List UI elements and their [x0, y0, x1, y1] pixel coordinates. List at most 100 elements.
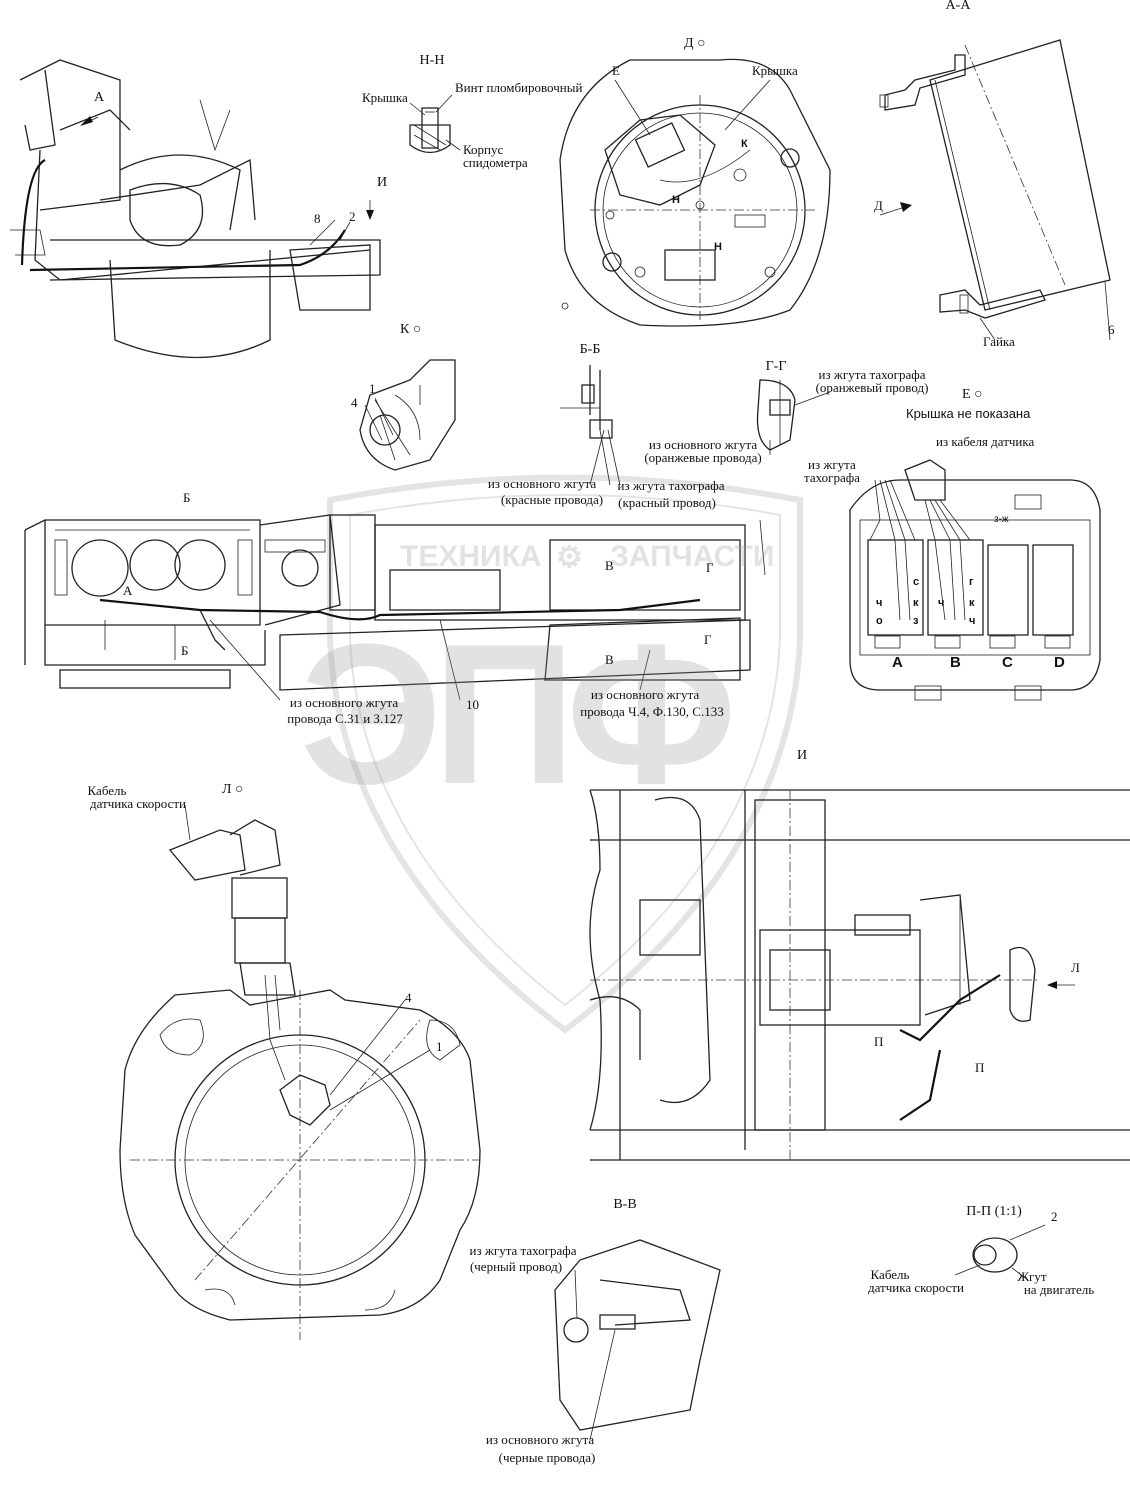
label-bb-tacho-1: из жгута тахографа [617, 478, 725, 493]
view-l-sensor [119, 819, 481, 1340]
view-l-scale-icon: ○ [235, 782, 244, 797]
view-title-d: Д ○ [684, 37, 706, 51]
label-panel-main-2: провода С.31 и З.127 [287, 711, 403, 726]
label-korpus-2: спидометра [463, 155, 528, 170]
pin-z: з [913, 615, 919, 627]
callout-6: 6 [1108, 322, 1115, 337]
mark-b-top: Б [183, 490, 191, 505]
label-e-tacho-1: из жгута [808, 457, 856, 472]
label-panel-main-1: из основного жгута [289, 695, 399, 710]
callout-4-l: 4 [405, 990, 412, 1005]
label-e-sensor: из кабеля датчика [936, 434, 1035, 449]
mark-b-bottom: Б [181, 643, 189, 658]
label-cable-1: Кабель [87, 783, 127, 798]
label-pp-harness-1: Жгут [1017, 1269, 1047, 1284]
watermark-shield [327, 474, 803, 1034]
view-k-scale-icon: ○ [412, 322, 422, 337]
view-title-l: Л ○ [222, 783, 243, 797]
callout-2-pp: 2 [1051, 1209, 1058, 1224]
label-vv-tacho-2: (черный провод) [469, 1259, 563, 1274]
label-gaika: Гайка [983, 334, 1015, 349]
label-e-cover: Крышка не показана [906, 406, 1031, 421]
callout-1-l: 1 [436, 1039, 443, 1054]
view-k-letter: К [400, 322, 410, 337]
view-title-bb: Б-Б [579, 342, 601, 357]
callout-2: 2 [349, 209, 356, 224]
view-hh-seal [409, 94, 461, 154]
leader-lines [184, 219, 831, 1111]
label-panel-main-4: провода Ч.4, Ф.130, С.133 [580, 704, 724, 719]
label-panel-main-3: из основного жгута [590, 687, 700, 702]
view-title-hh: Н-Н [419, 53, 445, 68]
label-n-small-2: Н [714, 241, 722, 253]
view-l-letter: Л [222, 782, 232, 797]
pin-ch-3: ч [969, 615, 976, 627]
label-vint: Винт пломбировочный [455, 80, 583, 95]
pin-ch-1: ч [876, 597, 883, 609]
mark-g-bottom: Г [704, 632, 712, 647]
label-pp-cable-2: датчика скорости [867, 1280, 965, 1295]
label-bb-main-1: из основного жгута [487, 476, 597, 491]
view-vv [554, 1239, 721, 1441]
label-zh: з-ж [994, 514, 1009, 525]
mark-v-bottom: В [605, 652, 614, 667]
mark-v-top: В [605, 558, 614, 573]
view-title-vv: В-В [613, 1197, 637, 1212]
view-title-e: Е ○ [962, 388, 983, 402]
pin-ch-2: ч [938, 597, 945, 609]
label-bb-tacho-2: (красный провод) [618, 495, 716, 510]
pin-k-1: к [913, 597, 919, 609]
pin-g: г [969, 576, 974, 588]
label-gg-main-2: (оранжевые провода) [644, 450, 762, 465]
view-title-gg: Г-Г [765, 359, 787, 374]
view-instrument-panel [24, 514, 766, 691]
view-title-aa: А-А [945, 0, 971, 13]
mark-g-top: Г [706, 560, 714, 575]
label-pp-harness-2: на двигатель [1023, 1282, 1095, 1297]
label-a-arrow: А [94, 90, 105, 105]
view-aa [879, 39, 1111, 341]
label-vv-main-1: из основного жгута [485, 1432, 595, 1447]
label-l-arrow: Л [1071, 960, 1080, 975]
view-d-letter: Д [684, 36, 694, 51]
callout-10: 10 [466, 697, 479, 712]
callout-8: 8 [314, 211, 321, 226]
pin-o: о [876, 615, 883, 627]
label-cable-2: датчика скорости [89, 796, 187, 811]
view-title-i: И [797, 748, 808, 763]
view-pp [954, 1224, 1046, 1281]
label-d-arrow: Д [874, 198, 883, 213]
connector-d: D [1054, 654, 1065, 671]
label-e-letter: Е [612, 63, 620, 78]
view-title-k: К ○ [400, 323, 421, 337]
mark-p-2: П [975, 1060, 985, 1075]
view-bb [560, 365, 621, 486]
label-k-small: К [741, 138, 748, 150]
view-title-pp: П-П (1:1) [966, 1204, 1022, 1219]
view-gg [756, 379, 796, 451]
view-d-speedometer-back [559, 58, 831, 327]
mark-p-1: П [874, 1034, 884, 1049]
view-e-letter: Е [962, 387, 971, 402]
label-kryshka-d: Крышка [752, 63, 798, 78]
view-truck-front [10, 59, 381, 359]
label-gg-from-2: (оранжевый провод) [815, 380, 929, 395]
connector-b: В [950, 654, 961, 671]
label-gg-from-1: из жгута тахографа [818, 367, 926, 382]
connector-c: С [1002, 654, 1013, 671]
label-i-arrow: И [377, 175, 388, 190]
mark-a-dash: А [123, 583, 133, 598]
label-vv-tacho-1: из жгута тахографа [469, 1243, 577, 1258]
callout-4-k: 4 [351, 395, 358, 410]
pin-s: с [913, 576, 920, 588]
label-gg-main-1: из основного жгута [648, 437, 758, 452]
callout-1-k: 1 [369, 381, 376, 396]
connector-a: А [892, 654, 903, 671]
label-vv-main-2: (черные провода) [498, 1450, 596, 1465]
view-d-scale-icon: ○ [697, 36, 706, 51]
view-e-scale-icon: ○ [974, 387, 983, 402]
view-e-connectors [849, 459, 1101, 701]
label-pp-cable-1: Кабель [870, 1267, 910, 1282]
label-korpus-1: Корпус [463, 142, 504, 157]
